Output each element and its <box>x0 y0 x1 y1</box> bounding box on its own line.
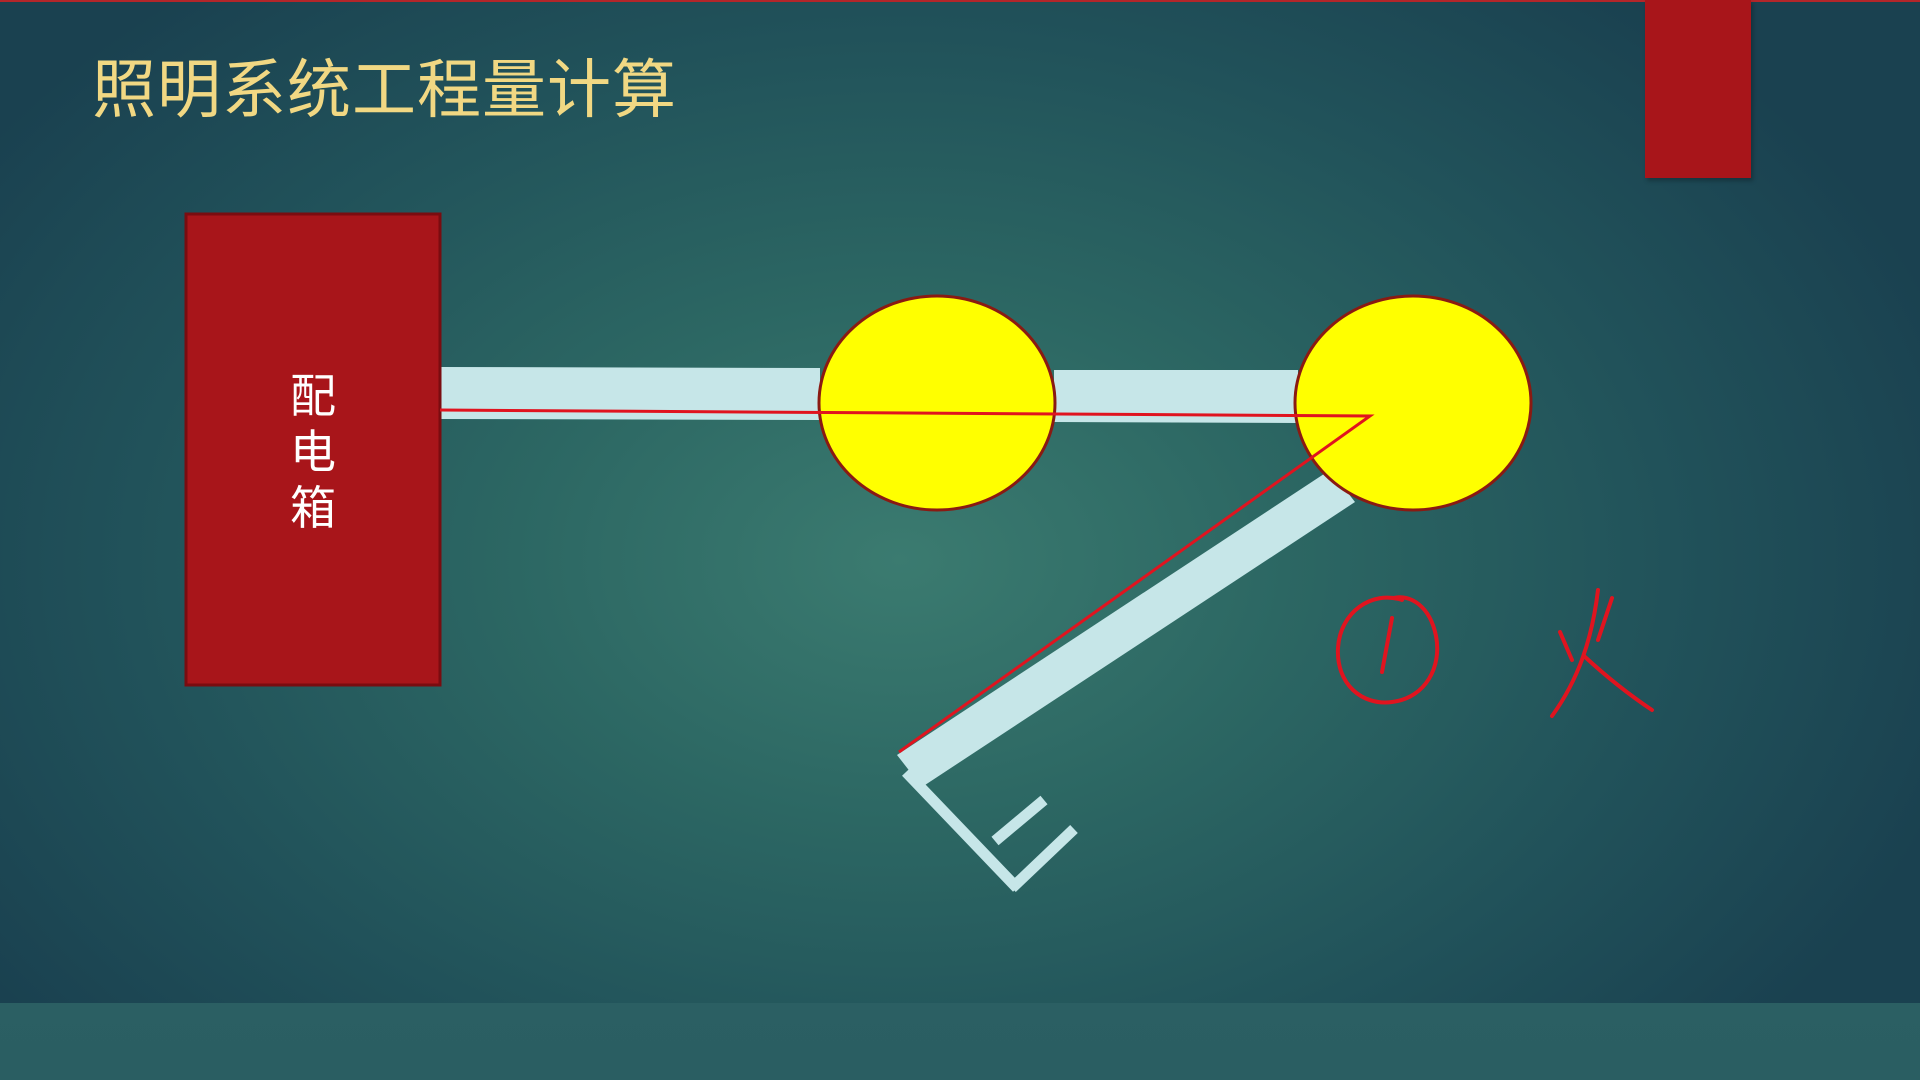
wire-path <box>439 408 1375 754</box>
slide-title: 照明系统工程量计算 <box>92 54 677 128</box>
distribution-box: 配 电 箱 <box>184 212 442 687</box>
corner-accent-tab <box>1645 0 1751 178</box>
annotation-fire-character <box>1550 588 1654 718</box>
switch-contact-a <box>991 795 1048 846</box>
switch-stem <box>902 768 1021 892</box>
conduit-lamp1-to-lamp2 <box>1054 370 1298 423</box>
top-accent-line <box>0 0 1920 2</box>
lamp-2 <box>1293 294 1533 512</box>
lamp-1 <box>817 294 1057 512</box>
annotation-circled-one-stroke <box>1380 616 1394 674</box>
distribution-box-body <box>184 212 442 687</box>
distribution-box-label-1: 配 <box>290 369 336 423</box>
conduit-box-to-lamp1 <box>440 367 820 420</box>
handwritten-annotations <box>1335 588 1654 718</box>
distribution-box-label-3: 箱 <box>290 481 336 535</box>
bottom-band <box>0 1003 1920 1080</box>
annotation-circled-one <box>1335 595 1440 705</box>
switch-contact-b <box>1008 825 1078 892</box>
distribution-box-label-2: 电 <box>290 425 336 479</box>
conduits <box>440 367 1355 892</box>
conduit-lamp2-to-switch <box>897 470 1355 787</box>
lamps <box>817 294 1533 512</box>
